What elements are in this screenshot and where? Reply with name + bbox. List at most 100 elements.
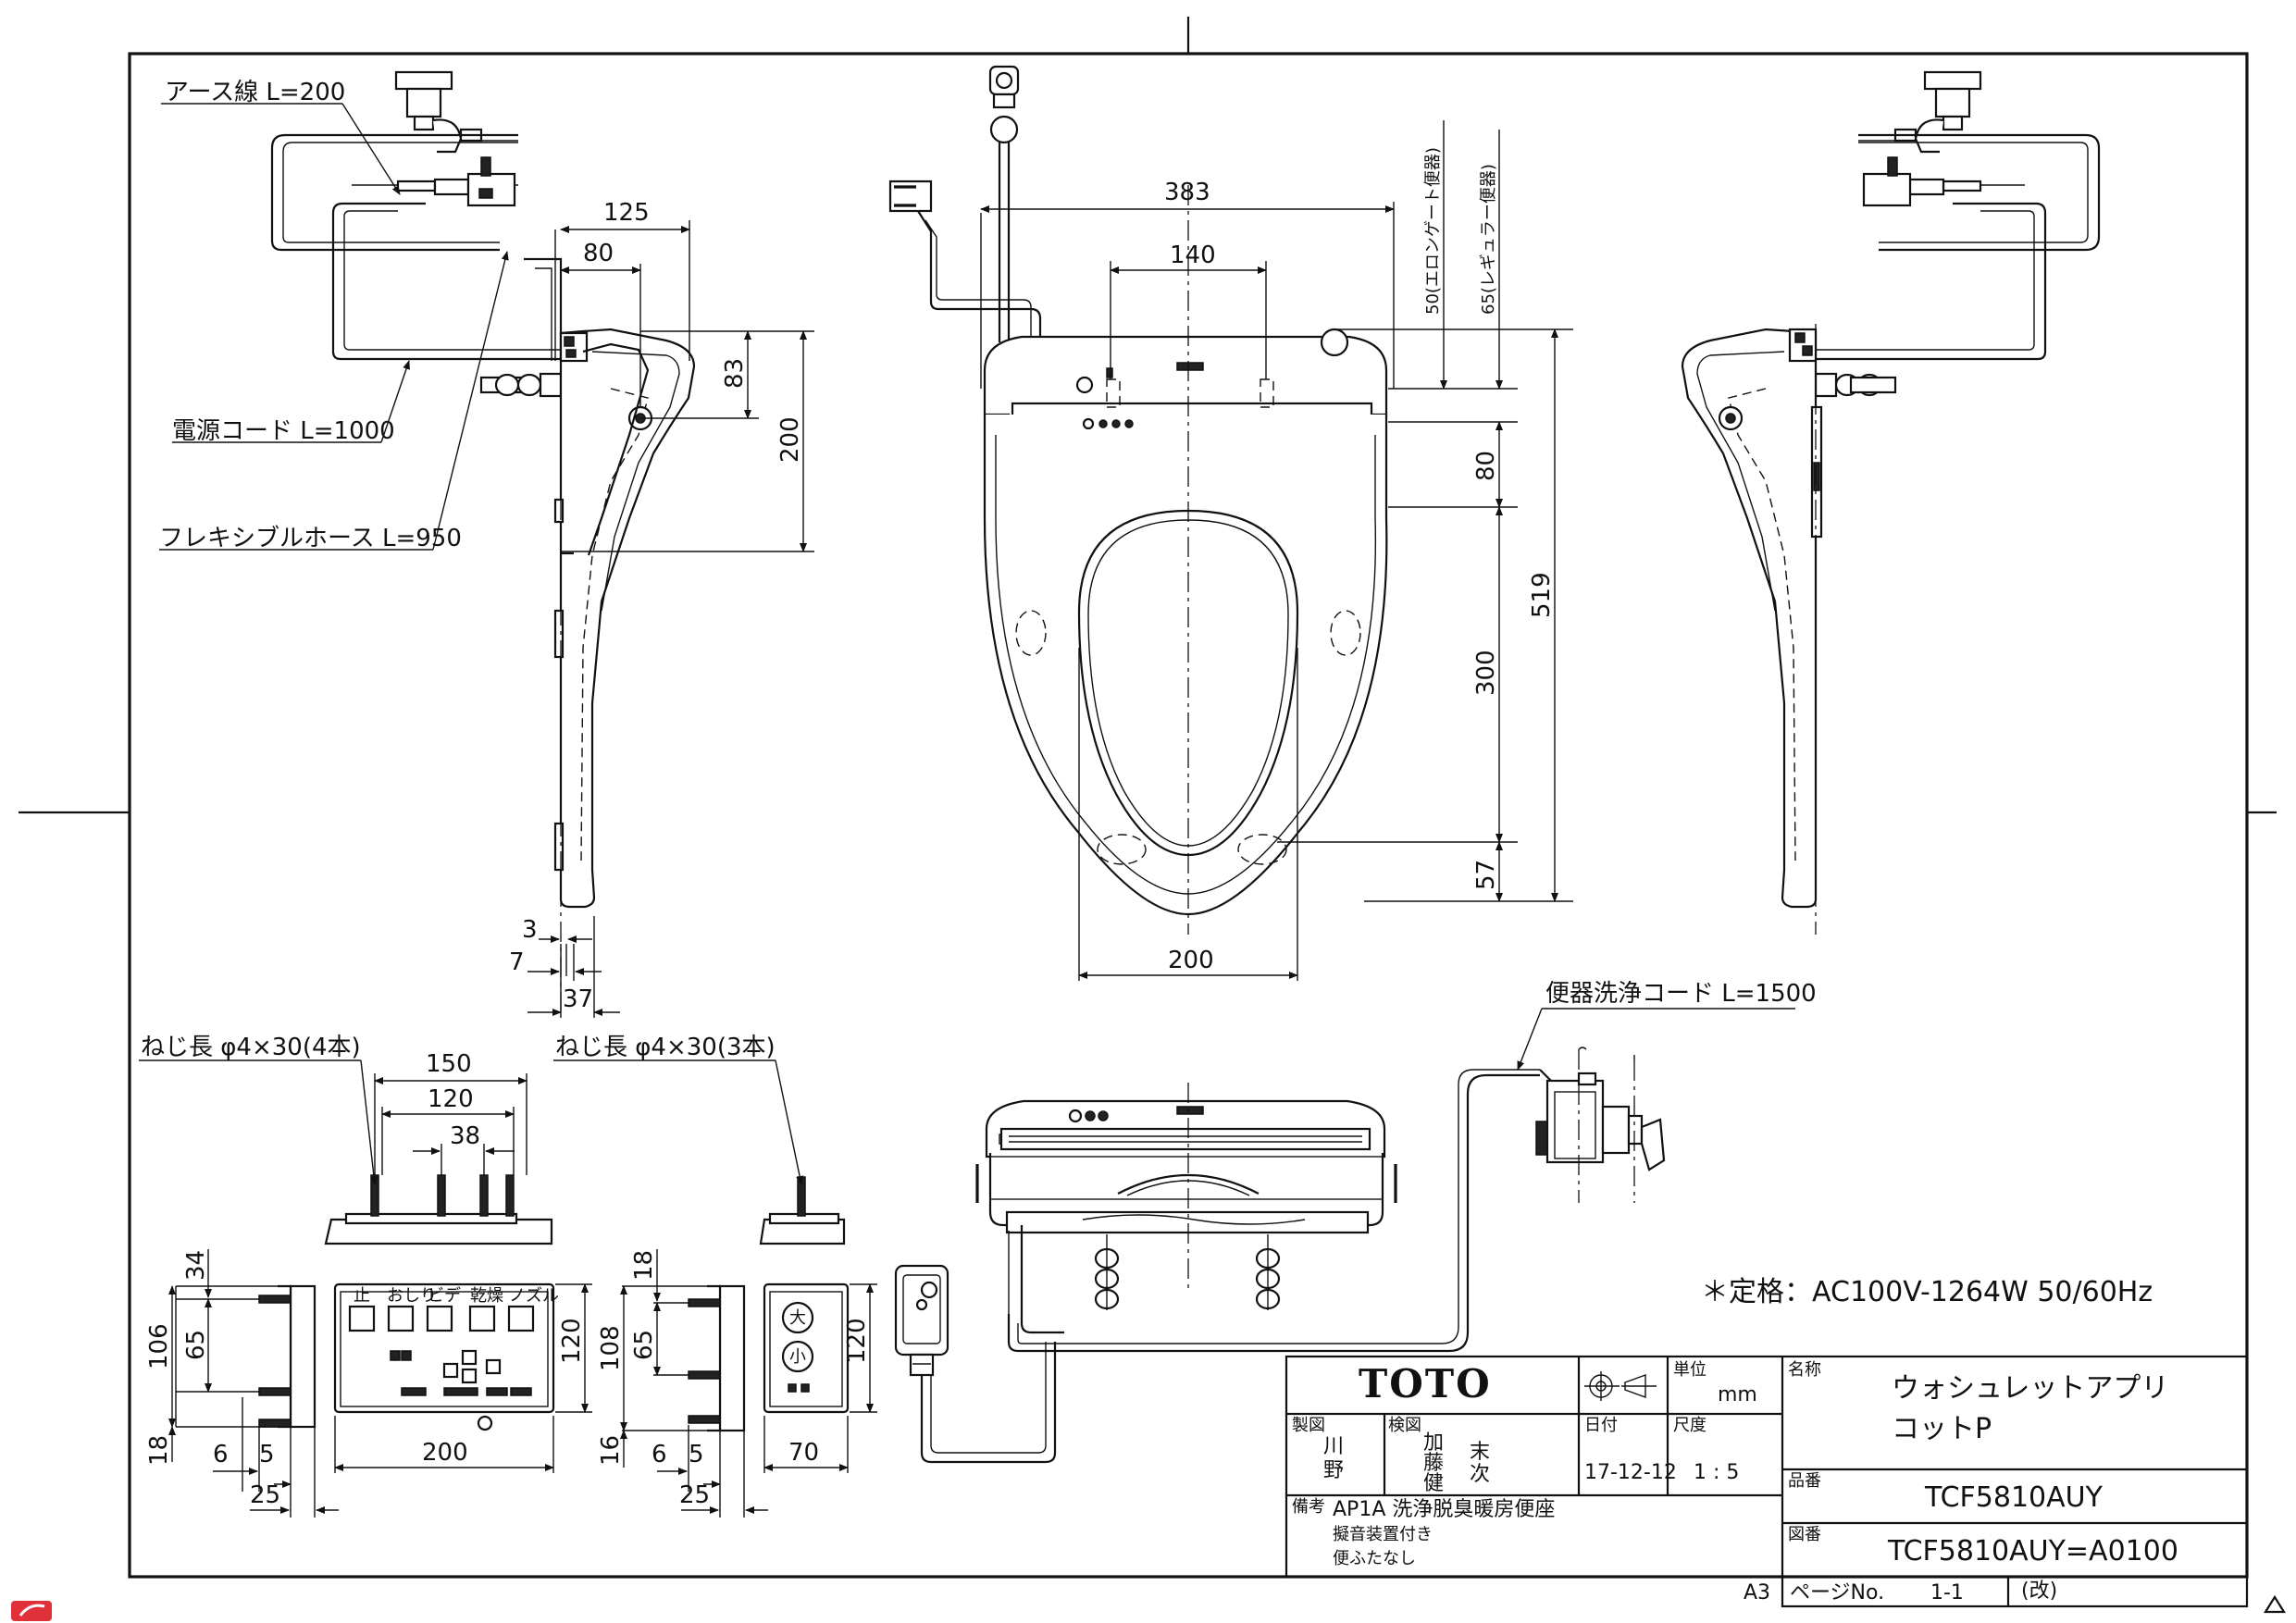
dim-300: 300 xyxy=(1472,650,1500,696)
dim-3: 3 xyxy=(522,916,538,944)
dim-80-seat: 80 xyxy=(1472,451,1500,481)
left-side-view xyxy=(270,70,696,1018)
drawing-label: 図番 xyxy=(1788,1525,1821,1544)
label-screw-4: ねじ長 φ4×30(4本) xyxy=(141,1034,361,1061)
drawn-label: 製図 xyxy=(1292,1416,1325,1435)
part-label: 品番 xyxy=(1788,1471,1821,1491)
date-value: 17-12-12 xyxy=(1584,1461,1677,1484)
checked-by-2: 藤 xyxy=(1423,1452,1444,1475)
dim-6-r1: 6 xyxy=(213,1441,229,1468)
remote-key-rear: おしり xyxy=(387,1286,437,1306)
brand-logo: TOTO xyxy=(1359,1361,1492,1406)
label-regular: 65(レギュラー便器) xyxy=(1479,164,1498,315)
screw-plate-right: ねじ長 φ4×30(3本) xyxy=(553,1034,846,1245)
unit-value: mm xyxy=(1718,1383,1757,1406)
dim-37: 37 xyxy=(563,985,593,1013)
dim-108: 108 xyxy=(597,1325,625,1371)
remote-key-bidet: ビデ xyxy=(428,1286,461,1306)
notes-label: 備考 xyxy=(1292,1497,1325,1517)
dim-6-r2: 6 xyxy=(652,1441,667,1468)
dim-5-r2: 5 xyxy=(689,1441,704,1468)
title-block: TOTO 単位 mm 製図 川 野 検図 加 藤 健 末 次 日付 17-12-… xyxy=(1285,1355,2249,1608)
label-flush-cord: 便器洗浄コード L=1500 xyxy=(1545,980,1817,1008)
remote-button-small: 小 xyxy=(789,1347,806,1367)
remote-front-2: 大 小 70 120 xyxy=(763,1282,877,1473)
left-connector xyxy=(479,372,563,398)
remote-key-nozzle: ノズル xyxy=(509,1286,559,1306)
front-right-hose xyxy=(1255,1234,1281,1310)
dim-125: 125 xyxy=(603,199,650,227)
front-left-hose xyxy=(1094,1234,1120,1310)
drawing-number: TCF5810AUY=A0100 xyxy=(1887,1535,2178,1567)
dim-200-opening: 200 xyxy=(1168,947,1214,974)
left-side-dimensions: 125 80 83 200 3 7 37 xyxy=(509,199,814,1018)
unit-label: 単位 xyxy=(1673,1360,1706,1380)
dim-70: 70 xyxy=(788,1439,819,1467)
dim-5-r1: 5 xyxy=(259,1441,275,1468)
dim-34: 34 xyxy=(182,1250,210,1281)
dim-106: 106 xyxy=(145,1323,173,1369)
left-callouts: アース線 L=200 電源コード L=1000 フレキシブルホース L=950 xyxy=(159,79,509,552)
right-connector xyxy=(1814,372,1897,398)
dim-200-side: 200 xyxy=(776,416,804,463)
rated-spec: ＊定格：AC100V-1264W 50/60Hz xyxy=(1701,1276,2153,1308)
label-elongated: 50(エロンゲート便器) xyxy=(1423,147,1443,315)
flush-cord: 便器洗浄コード L=1500 xyxy=(1007,980,1817,1353)
drawn-by-2: 野 xyxy=(1323,1459,1344,1482)
check-label: 検図 xyxy=(1388,1416,1421,1435)
remote-key-stop: 止 xyxy=(354,1286,370,1306)
screw-plate-left: 150 120 38 ねじ長 φ4×30(4本) xyxy=(139,1034,553,1245)
checked-by-1: 加 xyxy=(1423,1431,1444,1455)
date-label: 日付 xyxy=(1584,1416,1618,1435)
dim-65-r1: 65 xyxy=(182,1330,210,1360)
dim-80: 80 xyxy=(583,240,614,267)
dim-16: 16 xyxy=(597,1435,625,1466)
top-view-dimensions: 383 140 50(エロンゲート便器) 65(レギュラー便器) 80 300 … xyxy=(980,120,1573,981)
label-earth-wire: アース線 L=200 xyxy=(165,79,345,106)
remote-side-2: 18 108 65 16 6 5 25 xyxy=(597,1249,768,1518)
left-valve xyxy=(394,70,518,154)
dim-57: 57 xyxy=(1472,860,1500,890)
remote-side-1: 34 106 65 18 6 5 25 xyxy=(145,1249,339,1518)
dim-7: 7 xyxy=(509,948,525,976)
label-power-cord: 電源コード L=1000 xyxy=(172,417,395,445)
dim-120-remote-2: 120 xyxy=(843,1318,871,1364)
dim-83: 83 xyxy=(721,358,749,389)
note-line-2: 擬音装置付き xyxy=(1333,1525,1433,1544)
dim-150: 150 xyxy=(426,1050,472,1078)
page-number: 1-1 xyxy=(1930,1581,1964,1604)
corner-logo xyxy=(11,1601,52,1621)
dim-120-plate: 120 xyxy=(428,1085,474,1113)
checked-by-3: 健 xyxy=(1423,1472,1444,1495)
dim-25-r2: 25 xyxy=(679,1481,710,1509)
part-number: TCF5810AUY xyxy=(1924,1481,2104,1514)
dim-120-remote: 120 xyxy=(558,1318,586,1364)
top-view xyxy=(888,65,1388,935)
dim-383: 383 xyxy=(1164,179,1210,206)
remote-front-1: 止 おしり ビデ 乾燥 ノズル 200 120 xyxy=(333,1282,592,1473)
scale-value: 1 : 5 xyxy=(1694,1461,1739,1484)
page-label: ページNo. xyxy=(1790,1581,1884,1604)
dim-140: 140 xyxy=(1170,242,1216,269)
sheet-size: A3 xyxy=(1744,1581,1770,1604)
dim-200-remote: 200 xyxy=(422,1439,468,1467)
label-flexible-hose: フレキシブルホース L=950 xyxy=(159,525,462,552)
dim-519: 519 xyxy=(1528,572,1556,618)
name-label: 名称 xyxy=(1788,1360,1821,1380)
dim-65-r2: 65 xyxy=(630,1330,658,1360)
front-view xyxy=(975,1083,1397,1334)
projection-symbol-icon xyxy=(1584,1371,1657,1401)
scale-label: 尺度 xyxy=(1673,1416,1706,1435)
sheet-frame xyxy=(11,17,2286,1621)
label-screw-3: ねじ長 φ4×30(3本) xyxy=(555,1034,776,1061)
product-name-line-1: ウォシュレットアプリ xyxy=(1892,1372,2168,1405)
dim-18-r1: 18 xyxy=(145,1435,173,1466)
wall-remote-receiver xyxy=(894,1264,1057,1464)
dim-18-r2: 18 xyxy=(630,1250,658,1281)
triangle-mark xyxy=(2264,1594,2286,1614)
drawn-by-1: 川 xyxy=(1323,1435,1344,1458)
remote-button-large: 大 xyxy=(789,1308,806,1328)
right-side-view xyxy=(1681,70,2101,935)
remote-key-dry: 乾燥 xyxy=(470,1286,503,1306)
